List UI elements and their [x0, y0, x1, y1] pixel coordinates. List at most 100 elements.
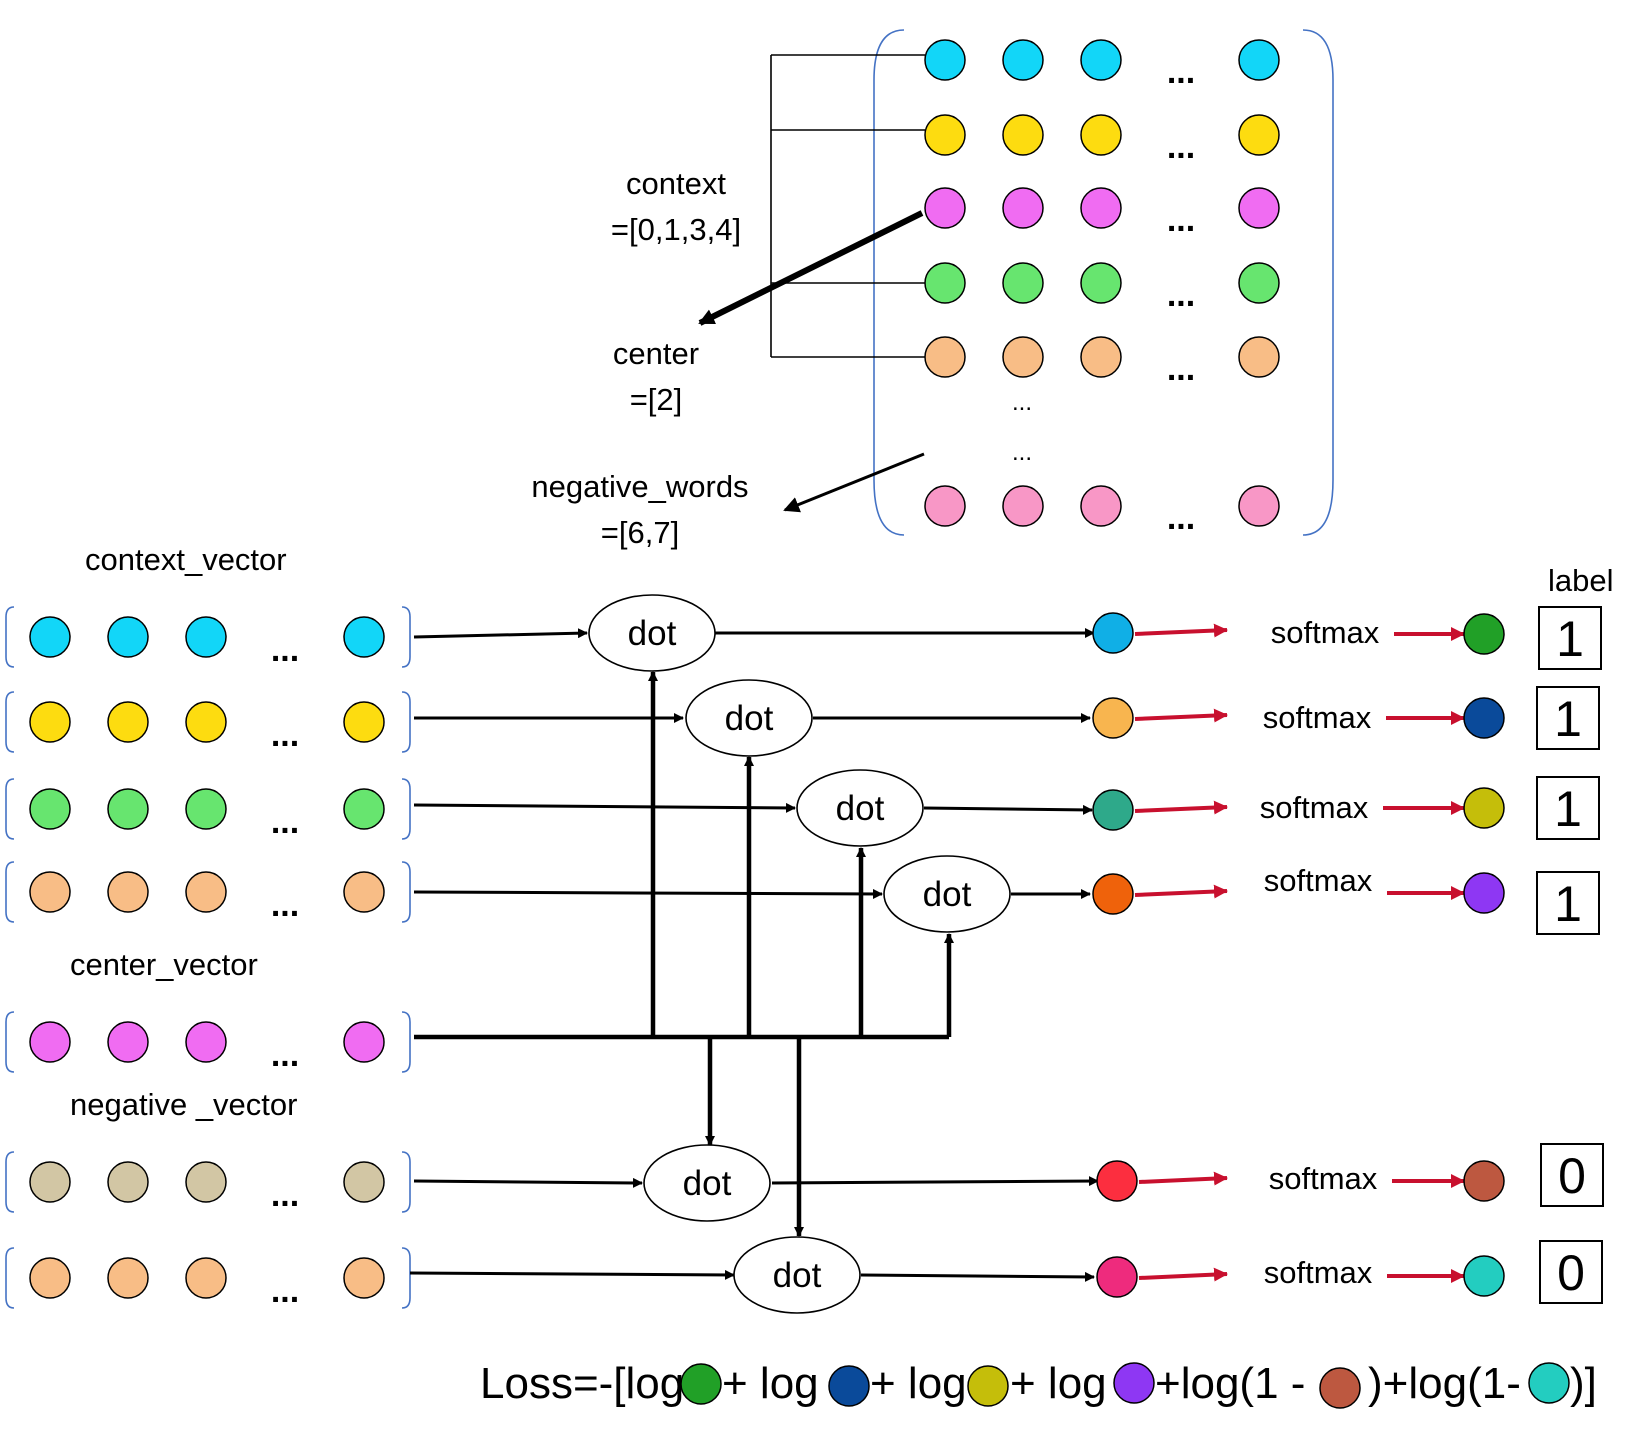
loss-circle-5	[1319, 1367, 1361, 1409]
vector-left-bracket	[5, 778, 15, 840]
label-value: 0	[1557, 1245, 1585, 1301]
vector-ellipsis: ...	[271, 716, 299, 754]
label-box	[1536, 686, 1600, 750]
softmax-result-circle	[1463, 1160, 1505, 1202]
loss-circle-1	[680, 1363, 722, 1405]
matrix-row-pink: ...	[924, 485, 1280, 537]
matrix-circle	[1002, 262, 1044, 304]
context-annotation-line1: context	[626, 166, 726, 201]
vector-circle	[107, 1161, 149, 1203]
dot-node-label: dot	[773, 1256, 822, 1295]
matrix-circle	[924, 336, 966, 378]
red-arrow-to-softmax	[1134, 708, 1228, 723]
vector-ellipsis: ...	[271, 1176, 299, 1214]
vector-circle	[29, 1021, 71, 1063]
matrix-row-green: ...	[924, 262, 1280, 314]
vector-circle	[107, 788, 149, 830]
dot-node-label: dot	[683, 1164, 732, 1203]
softmax-label: softmax	[1269, 1161, 1378, 1196]
dot-node-label: dot	[836, 789, 885, 828]
context-vector-label: context_vector	[85, 542, 287, 577]
label-box	[1538, 606, 1602, 670]
matrix-circle	[1238, 262, 1280, 304]
matrix-row-cyan: ...	[924, 39, 1280, 91]
label-header: label	[1548, 563, 1614, 598]
loss-plus-log1m: +log(1 -	[1155, 1359, 1305, 1408]
vector-ellipsis: ...	[271, 1272, 299, 1310]
matrix-circle	[1080, 39, 1122, 81]
pipeline-row-5: dot softmax 0	[643, 1143, 1604, 1222]
dot-node	[733, 1236, 861, 1314]
vector-right-bracket	[401, 861, 411, 923]
negative-arrow	[783, 452, 925, 513]
loss-circle-6	[1528, 1362, 1570, 1404]
vector-circle	[343, 1021, 385, 1063]
dot-node-label: dot	[923, 875, 972, 914]
matrix-circle	[924, 187, 966, 229]
context-vector-cyan: ...	[5, 606, 411, 669]
vector-ellipsis: ...	[271, 886, 299, 924]
vector-left-bracket	[5, 691, 15, 753]
pipeline-row-6: dot softmax 0	[733, 1236, 1603, 1314]
negative-annotation-line1: negative_words	[531, 469, 748, 504]
vector-ellipsis: ...	[271, 1036, 299, 1074]
vector-circle	[107, 871, 149, 913]
vector-circle	[185, 1021, 227, 1063]
vector-ellipsis: ...	[271, 803, 299, 841]
matrix-circle	[1238, 187, 1280, 229]
loss-prefix: Loss=-[log	[480, 1359, 684, 1408]
matrix-gap-dots-1: ...	[1012, 389, 1032, 416]
vector-circle	[185, 1161, 227, 1203]
center-arrow	[698, 210, 924, 326]
vector-circle	[107, 701, 149, 743]
softmax-result-circle	[1463, 1255, 1505, 1297]
softmax-label: softmax	[1271, 615, 1380, 650]
matrix-row-magenta: ...	[924, 187, 1280, 239]
red-arrow-to-softmax	[1138, 1267, 1228, 1282]
label-value: 0	[1558, 1148, 1586, 1204]
vector-left-bracket	[5, 606, 15, 668]
softmax-label: softmax	[1264, 1255, 1373, 1290]
matrix-circle	[1002, 485, 1044, 527]
label-box	[1536, 776, 1600, 840]
softmax-result-circle	[1463, 613, 1505, 655]
matrix-right-bracket	[1302, 29, 1334, 536]
softmax-result-circle	[1463, 697, 1505, 739]
matrix-circle	[1238, 39, 1280, 81]
dot-node	[588, 594, 716, 672]
matrix-circle	[1080, 262, 1122, 304]
matrix-gap-dots-2: ...	[1012, 439, 1032, 466]
matrix-ellipsis: ...	[1167, 53, 1195, 91]
matrix-circle	[924, 114, 966, 156]
vector-circle	[343, 616, 385, 658]
vector-left-bracket	[5, 1151, 15, 1213]
matrix-circle	[1002, 114, 1044, 156]
loss-suffix: )]	[1570, 1359, 1597, 1408]
connections	[409, 628, 1099, 1282]
embedding-matrix: .................. ... ...	[873, 29, 1334, 537]
vector-right-bracket	[401, 606, 411, 668]
matrix-row-yellow: ...	[924, 114, 1280, 166]
center-annotation-line2: =[2]	[630, 382, 683, 417]
loss-plus-log-3: + log	[1010, 1359, 1107, 1408]
dot-node-label: dot	[725, 699, 774, 738]
vector-left-bracket	[5, 861, 15, 923]
vector-circle	[343, 788, 385, 830]
dot-output-circle	[1096, 1160, 1138, 1202]
vector-left-bracket	[5, 1011, 15, 1073]
red-arrow-to-softmax	[1134, 884, 1228, 899]
vector-right-bracket	[401, 1011, 411, 1073]
vector-circle	[343, 1161, 385, 1203]
context-annotation-line2: =[0,1,3,4]	[611, 212, 741, 247]
softmax-result-circle	[1463, 872, 1505, 914]
loss-circle-3	[967, 1365, 1009, 1407]
label-value: 1	[1554, 876, 1582, 932]
vector-circle	[185, 616, 227, 658]
vector-right-bracket	[401, 778, 411, 840]
vector-circle	[107, 1021, 149, 1063]
